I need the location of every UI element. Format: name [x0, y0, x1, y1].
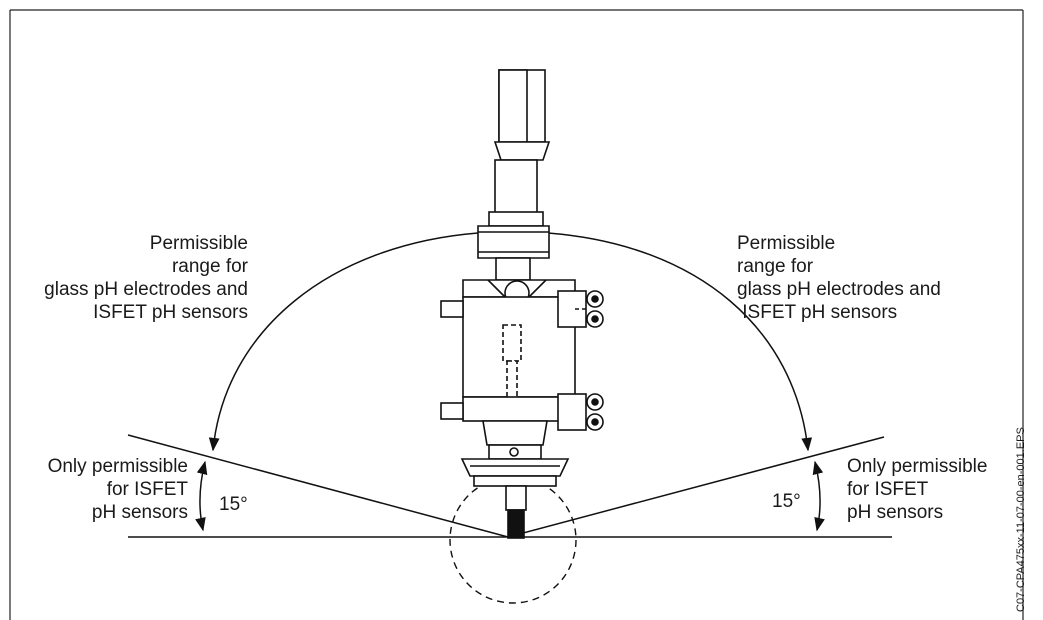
figure-code: C07-CPA475xx-11-07-00-en-001.EPS: [1015, 427, 1027, 612]
left-lower-label-line: pH sensors: [91, 502, 188, 523]
left-upper-label-line: glass pH electrodes and: [44, 279, 248, 300]
left-lower-label: Only permissible for ISFET pH sensors: [48, 455, 188, 524]
left-upper-label-line: ISFET pH sensors: [93, 302, 248, 323]
right-upper-label-line: range for: [737, 256, 814, 277]
right-lower-label: Only permissible for ISFET pH sensors: [847, 455, 987, 524]
left-15-degree-arc: [195, 460, 208, 532]
right-lower-label-line: for ISFET: [847, 479, 929, 500]
left-angle-label: 15°: [219, 494, 248, 515]
left-lower-label-line: for ISFET: [106, 479, 188, 500]
right-lower-label-line: Only permissible: [847, 456, 988, 477]
right-upper-label-line: Permissible: [737, 233, 836, 254]
detail-circle: [449, 476, 577, 604]
right-upper-label: Permissible range for glass pH electrode…: [737, 232, 941, 324]
left-lower-label-line: Only permissible: [47, 456, 188, 477]
left-upper-label-line: range for: [171, 256, 248, 277]
right-angle-label: 15°: [772, 491, 801, 512]
right-lower-label-line: pH sensors: [847, 502, 944, 523]
right-upper-label-line: glass pH electrodes and: [737, 279, 941, 300]
left-upper-label: Permissible range for glass pH electrode…: [44, 232, 248, 324]
left-upper-label-line: Permissible: [149, 233, 248, 254]
left-permissible-arc: [208, 232, 479, 452]
sensor-assembly: [440, 69, 604, 539]
right-15-degree-line: [507, 436, 885, 538]
right-upper-label-line: ISFET pH sensors: [737, 302, 898, 323]
left-15-degree-line: [127, 434, 509, 538]
right-15-degree-arc: [812, 460, 825, 532]
right-permissible-arc: [547, 232, 813, 452]
